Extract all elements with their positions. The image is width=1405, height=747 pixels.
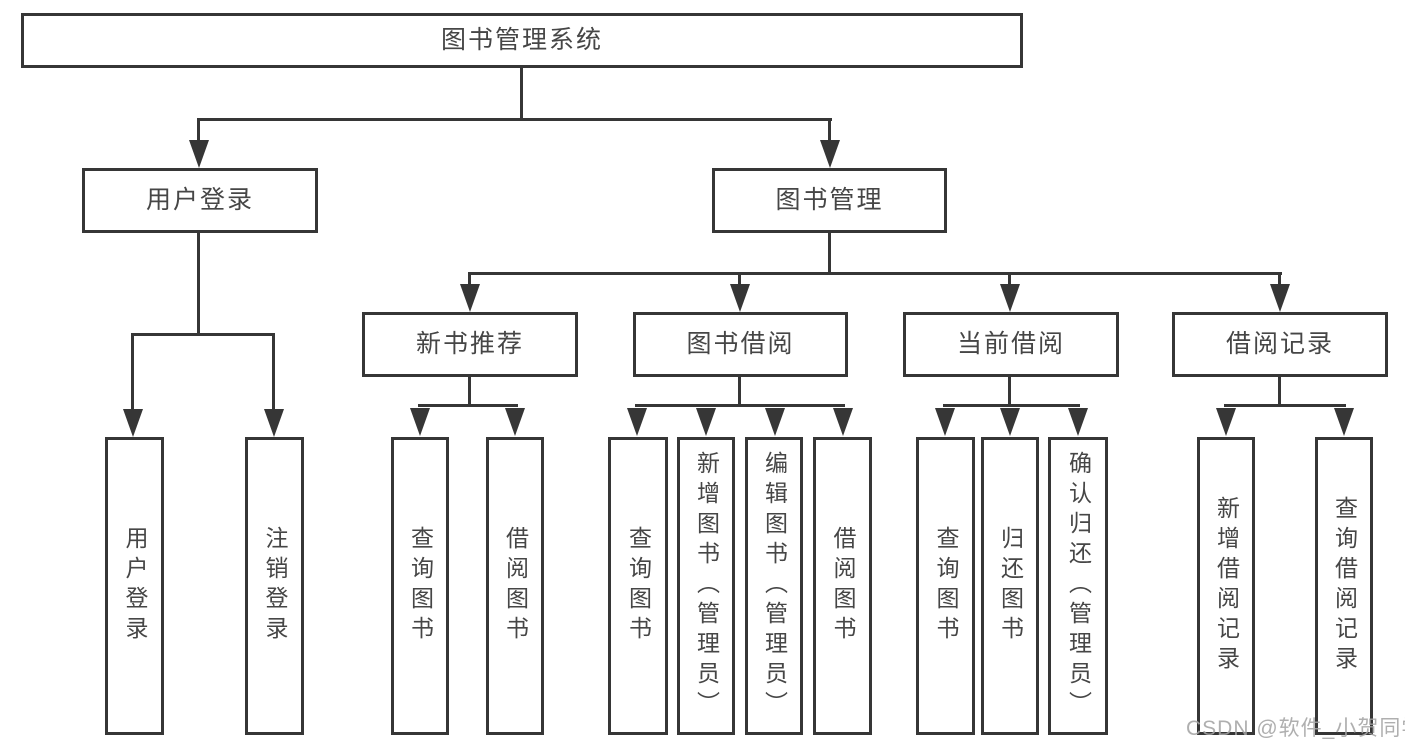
leaf-add-borrow-record: 新增借阅记录 bbox=[1197, 437, 1255, 735]
node-book-management: 图书管理 bbox=[712, 168, 947, 233]
leaf-label: 查询图书 bbox=[625, 526, 652, 646]
leaf-label: 新增借阅记录 bbox=[1213, 496, 1240, 676]
arrow-down-icon bbox=[730, 284, 750, 312]
arrow-down-icon bbox=[1000, 408, 1020, 436]
node-book-borrow: 图书借阅 bbox=[633, 312, 848, 377]
leaf-user-login: 用户登录 bbox=[105, 437, 164, 735]
arrow-down-icon bbox=[1270, 284, 1290, 312]
connector-line bbox=[131, 333, 134, 413]
arrow-down-icon bbox=[1068, 408, 1088, 436]
arrow-down-icon bbox=[935, 408, 955, 436]
leaf-label: 归还图书 bbox=[997, 526, 1024, 646]
connector-line bbox=[828, 233, 831, 275]
node-current-borrow: 当前借阅 bbox=[903, 312, 1119, 377]
leaf-borrow-books: 借阅图书 bbox=[813, 437, 872, 735]
arrow-down-icon bbox=[123, 409, 143, 437]
connector-line bbox=[943, 404, 1080, 407]
connector-line bbox=[1008, 377, 1011, 407]
node-new-book-recommend: 新书推荐 bbox=[362, 312, 578, 377]
arrow-down-icon bbox=[627, 408, 647, 436]
leaf-add-books-admin: 新增图书（管理员） bbox=[677, 437, 735, 735]
watermark: CSDN @软件_小贺同学 bbox=[1186, 717, 1405, 740]
arrow-down-icon bbox=[189, 140, 209, 168]
leaf-label: 编辑图书（管理员） bbox=[761, 451, 788, 721]
connector-line bbox=[197, 118, 200, 146]
leaf-query-books-current: 查询图书 bbox=[916, 437, 975, 735]
connector-line bbox=[1278, 272, 1281, 288]
connector-line bbox=[520, 68, 523, 121]
arrow-down-icon bbox=[820, 140, 840, 168]
leaf-label: 新增图书（管理员） bbox=[693, 451, 720, 721]
arrow-down-icon bbox=[1216, 408, 1236, 436]
connector-line bbox=[635, 404, 845, 407]
leaf-return-books: 归还图书 bbox=[981, 437, 1039, 735]
leaf-label: 借阅图书 bbox=[830, 526, 856, 646]
node-library-management-system: 图书管理系统 bbox=[21, 13, 1023, 68]
leaf-label: 注销登录 bbox=[262, 526, 288, 646]
connector-line bbox=[738, 272, 741, 288]
node-user-login: 用户登录 bbox=[82, 168, 318, 233]
leaf-query-books-recommend: 查询图书 bbox=[391, 437, 449, 735]
arrow-down-icon bbox=[460, 284, 480, 312]
arrow-down-icon bbox=[1000, 284, 1020, 312]
connector-line bbox=[1278, 377, 1281, 407]
connector-line bbox=[198, 118, 832, 121]
connector-line bbox=[468, 272, 1282, 275]
leaf-label: 借阅图书 bbox=[502, 526, 529, 646]
leaf-label: 查询图书 bbox=[933, 526, 959, 646]
connector-line bbox=[468, 272, 471, 288]
leaf-query-books-borrow: 查询图书 bbox=[608, 437, 668, 735]
connector-line bbox=[272, 333, 275, 413]
connector-line bbox=[468, 377, 471, 407]
connector-line bbox=[132, 333, 275, 336]
node-borrow-records: 借阅记录 bbox=[1172, 312, 1388, 377]
connector-line bbox=[738, 377, 741, 407]
leaf-confirm-return-admin: 确认归还（管理员） bbox=[1048, 437, 1108, 735]
connector-line bbox=[1224, 404, 1346, 407]
arrow-down-icon bbox=[833, 408, 853, 436]
leaf-label: 查询借阅记录 bbox=[1331, 496, 1358, 676]
connector-line bbox=[197, 233, 200, 336]
leaf-borrow-books-recommend: 借阅图书 bbox=[486, 437, 544, 735]
connector-line bbox=[1008, 272, 1011, 288]
leaf-label: 用户登录 bbox=[122, 526, 148, 646]
leaf-label: 查询图书 bbox=[407, 526, 434, 646]
leaf-query-borrow-record: 查询借阅记录 bbox=[1315, 437, 1373, 735]
leaf-logout: 注销登录 bbox=[245, 437, 304, 735]
arrow-down-icon bbox=[765, 408, 785, 436]
connector-line bbox=[418, 404, 518, 407]
leaf-edit-books-admin: 编辑图书（管理员） bbox=[745, 437, 803, 735]
arrow-down-icon bbox=[696, 408, 716, 436]
arrow-down-icon bbox=[264, 409, 284, 437]
arrow-down-icon bbox=[505, 408, 525, 436]
connector-line bbox=[828, 118, 831, 146]
arrow-down-icon bbox=[1334, 408, 1354, 436]
leaf-label: 确认归还（管理员） bbox=[1065, 451, 1092, 721]
arrow-down-icon bbox=[410, 408, 430, 436]
